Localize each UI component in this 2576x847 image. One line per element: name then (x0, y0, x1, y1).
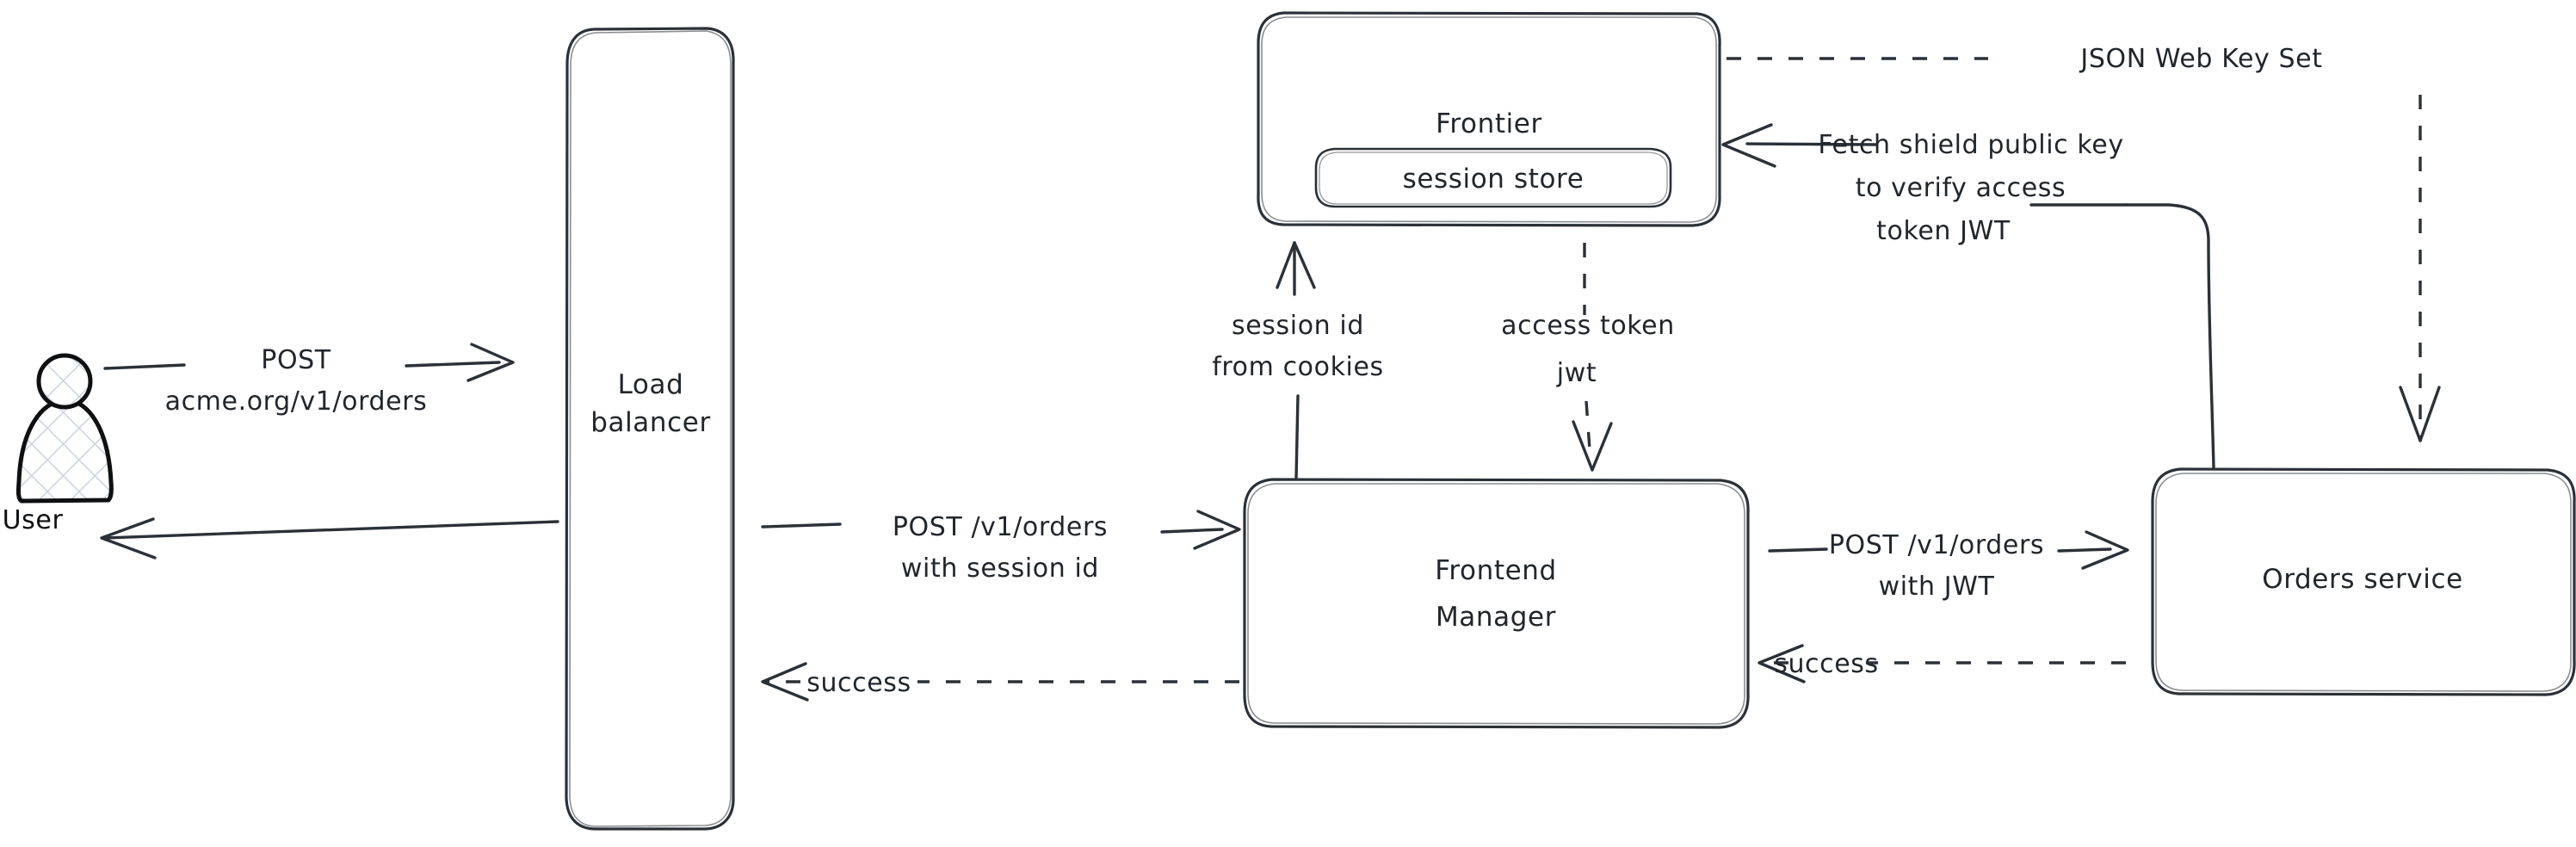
edge-orders-to-fm-arrowhead-icon (1757, 644, 1806, 683)
actor-user-label: User (3, 505, 64, 535)
edge-frontier-to-fm-label-line1: access token (1501, 311, 1675, 341)
node-orders-service[interactable]: Orders service (2151, 467, 2576, 696)
edge-orders-to-fm-success-label: success (1774, 649, 1879, 679)
frontier-label: Frontier (1436, 108, 1542, 139)
edge-lb-to-fm-label-line2: with session id (901, 553, 1099, 584)
edge-orders-to-frontend-manager-success[interactable]: success (1757, 644, 2126, 683)
edge-user-to-lb-line (103, 363, 186, 370)
edge-lb-to-user-line (103, 520, 559, 540)
edge-user-to-lb-arrowhead-icon (466, 343, 515, 382)
edge-fm-to-orders-line (1768, 547, 1828, 553)
edge-frontier-to-frontend-manager[interactable]: access token jwt (1501, 243, 1675, 472)
orders-service-label: Orders service (2262, 564, 2463, 595)
edge-fm-to-orders-arrowhead-icon (2081, 530, 2129, 570)
edge-orders-to-frontier-label-line2: to verify access (1856, 173, 2066, 203)
edge-orders-to-frontier-curve (2124, 203, 2215, 469)
edge-load-balancer-to-user[interactable] (100, 517, 559, 560)
edge-orders-to-frontier-label-line3: token JWT (1876, 216, 2011, 246)
node-frontend-manager[interactable]: Frontend Manager (1243, 478, 1750, 729)
edge-lb-to-user-arrowhead-icon (100, 517, 157, 560)
actor-user[interactable]: User (3, 353, 114, 535)
user-head-outline-icon (36, 353, 93, 410)
edge-lb-to-frontend-manager[interactable]: POST /v1/orders with session id (761, 510, 1241, 584)
user-head-icon (39, 355, 90, 407)
frontend-manager-shape-sketch (1247, 483, 1745, 725)
user-body-outline-icon (15, 398, 114, 504)
edge-jwks-label: JSON Web Key Set (2079, 44, 2322, 74)
load-balancer-label-line1: Load (618, 369, 684, 400)
session-store-label: session store (1403, 164, 1585, 195)
edge-fm-to-frontier-label-line1: session id (1232, 311, 1364, 341)
load-balancer-shape-sketch (569, 30, 732, 827)
load-balancer-label-line2: balancer (590, 407, 711, 438)
node-session-store[interactable]: session store (1314, 147, 1672, 208)
edge-fm-to-orders-label-line2: with JWT (1879, 572, 1995, 602)
edge-user-to-lb-label-line2: acme.org/v1/orders (165, 386, 428, 417)
node-load-balancer[interactable]: Load balancer (565, 27, 735, 831)
edge-frontier-to-orders-jwks[interactable]: JSON Web Key Set (1727, 44, 2441, 442)
edge-orders-to-frontier-label-line1: Fetch shield public key (1818, 130, 2123, 160)
edge-frontier-to-fm-arrowhead-icon (1572, 420, 1613, 472)
edge-lb-to-fm-label-line1: POST /v1/orders (893, 512, 1108, 542)
edge-frontend-manager-to-frontier[interactable]: session id from cookies (1212, 241, 1384, 480)
edge-fm-to-orders-line2 (2057, 547, 2112, 553)
node-frontier[interactable]: Frontier session store (1257, 11, 1721, 227)
edge-frontend-manager-to-lb-success[interactable]: success (761, 662, 1239, 702)
frontend-manager-label-line1: Frontend (1435, 555, 1557, 586)
edge-fm-to-orders-label-line1: POST /v1/orders (1829, 530, 2044, 560)
edge-lb-to-fm-line2 (1160, 528, 1224, 534)
edge-fm-to-frontier-label-line2: from cookies (1212, 352, 1384, 382)
edge-fm-to-lb-arrowhead-icon (761, 662, 809, 702)
edge-fm-to-frontier-arrowhead-icon (1276, 241, 1316, 289)
edge-orders-to-frontier-fetch-key[interactable]: Fetch shield public key to verify access… (1721, 123, 2215, 469)
edge-frontier-to-fm-label-line2: jwt (1556, 358, 1597, 388)
frontend-manager-label-line2: Manager (1436, 602, 1556, 633)
edge-orders-to-frontier-line-head (1745, 142, 1878, 146)
user-body-icon (18, 399, 112, 501)
edge-user-to-load-balancer[interactable]: POST acme.org/v1/orders (103, 343, 515, 417)
edge-frontend-manager-to-orders[interactable]: POST /v1/orders with JWT (1768, 530, 2129, 602)
edge-user-to-lb-label-line1: POST (261, 345, 331, 375)
session-store-shape-sketch (1319, 151, 1668, 205)
orders-service-shape-sketch (2155, 473, 2572, 692)
edge-fm-to-lb-success-label: success (806, 668, 911, 698)
edge-orders-to-frontier-arrowhead-icon (1721, 123, 1776, 168)
edge-lb-to-fm-line (761, 522, 842, 529)
edge-frontier-to-fm-dashed-line2 (1585, 400, 1592, 462)
edge-lb-to-fm-arrowhead-icon (1193, 510, 1241, 550)
edge-jwks-arrowhead-icon (2399, 386, 2441, 442)
edge-fm-to-frontier-line (1294, 394, 1300, 480)
edge-user-to-lb-line2 (405, 361, 501, 368)
